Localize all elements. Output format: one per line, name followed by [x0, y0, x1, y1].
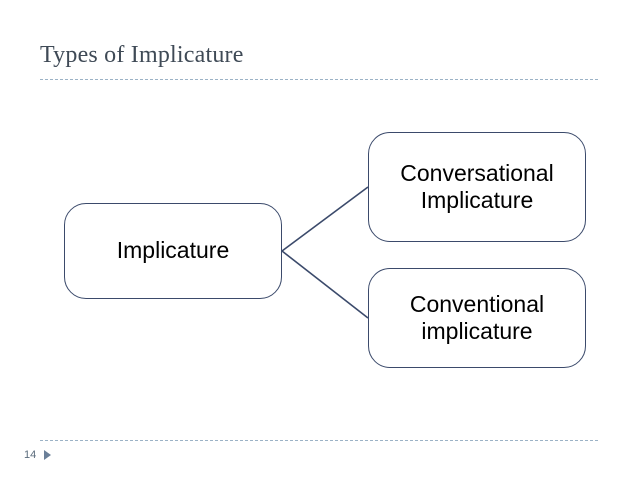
node-conventional-implicature-label: Conventional implicature — [409, 290, 545, 344]
node-implicature[interactable]: Implicature — [64, 203, 282, 299]
diagram-connectors — [281, 186, 369, 319]
title-divider — [40, 79, 598, 80]
connector-to-conversational — [281, 186, 369, 252]
node-conversational-implicature[interactable]: Conversational Implicature — [368, 132, 586, 242]
connector-to-conventional — [281, 250, 369, 319]
page-title: Types of Implicature — [40, 42, 244, 68]
page-number: 14 — [24, 449, 37, 461]
node-conventional-implicature[interactable]: Conventional implicature — [368, 268, 586, 368]
footer-divider — [40, 440, 598, 441]
node-implicature-label: Implicature — [116, 237, 230, 264]
node-conversational-implicature-label: Conversational Implicature — [400, 159, 554, 213]
implicature-diagram: Implicature Conversational Implicature C… — [0, 90, 638, 420]
triangle-marker-icon — [44, 450, 51, 460]
